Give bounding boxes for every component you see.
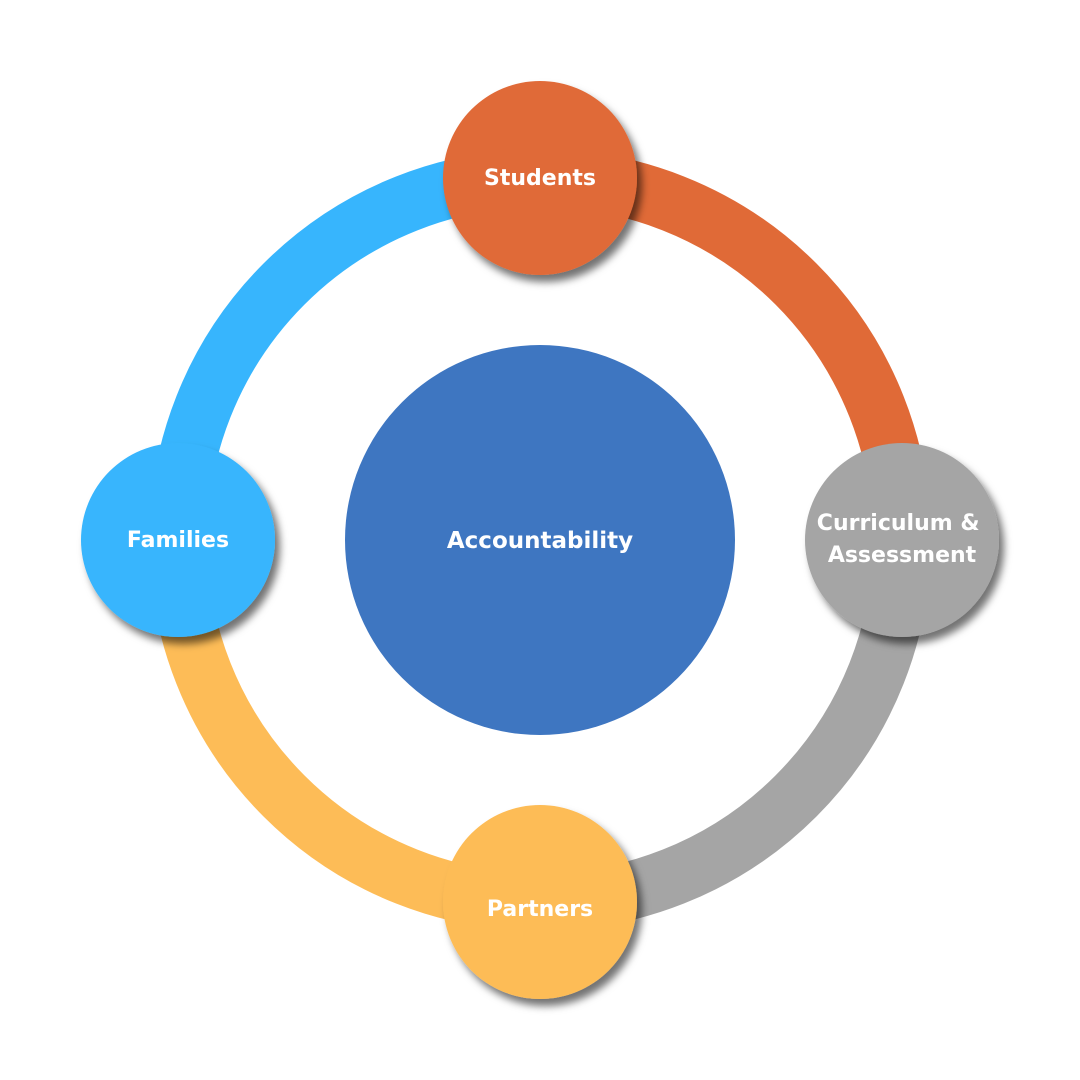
node-students-circle [443,81,637,275]
node-curriculum-assessment-label-line2: Assessment [828,543,977,568]
node-families: Families [81,443,275,637]
node-partners-label: Partners [487,897,593,922]
node-families-circle [81,443,275,637]
node-curriculum-assessment-label: Curriculum & Assessment [817,511,987,568]
node-students-label: Students [484,166,596,191]
center-circle [345,345,735,735]
node-families-label: Families [127,528,229,553]
node-curriculum-assessment-label-line1: Curriculum & [817,511,980,536]
node-partners: Partners [443,805,637,999]
center-label: Accountability [447,528,633,554]
node-partners-circle [443,805,637,999]
node-curriculum-assessment-circle [805,443,999,637]
node-students: Students [443,81,637,275]
node-curriculum-assessment: Curriculum & Assessment [805,443,999,637]
